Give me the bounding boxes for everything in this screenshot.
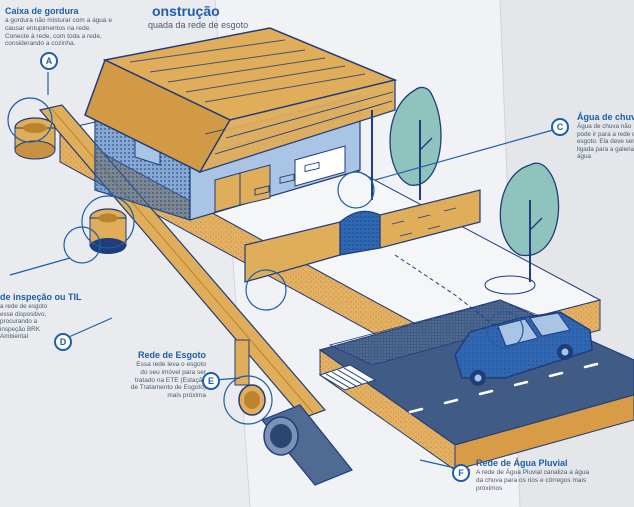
callout-title: Caixa de gordura — [5, 6, 79, 16]
callout-storm-network: Rede de Água Pluvial A rede de Água Pluv… — [476, 458, 596, 492]
letter-badge-icon-c: C — [551, 118, 569, 136]
callout-title: Rede de Esgoto — [137, 350, 206, 360]
callout-sewer-network: Rede de Esgoto Essa rede leva o esgoto d… — [128, 350, 206, 400]
letter-badge-icon-e: E — [202, 372, 220, 390]
sewer-pipe-end — [238, 384, 266, 416]
callout-grease-box: Caixa de gordura a gordura não misturar … — [5, 6, 115, 48]
storm-water-pipe — [261, 404, 353, 486]
grease-box — [14, 117, 56, 160]
callout-inspection: de inspeção ou TIL a rede de esgoto esse… — [0, 292, 82, 341]
callout-leaders — [7, 72, 561, 471]
car-illustration — [454, 311, 593, 386]
storm-drain-grate — [318, 364, 377, 391]
callout-body: a gordura não misturar com a água e caus… — [5, 17, 112, 48]
callout-title: de inspeção ou TIL — [0, 292, 82, 302]
tree-illustration — [389, 86, 560, 295]
page-title: onstrução — [152, 3, 220, 19]
inspection-riser — [234, 339, 250, 386]
callout-body: Essa rede leva o esgoto do seu imóvel pa… — [130, 361, 206, 400]
dashed-rain-line — [394, 254, 501, 331]
letter-badge-icon-a: A — [40, 52, 58, 70]
front-wall — [244, 161, 481, 283]
page-subtitle: quada da rede de esgoto — [148, 20, 249, 30]
letter-badge-icon-f: F — [452, 464, 470, 482]
callout-rain-water: Água de chuva Água de chuva não pode ir … — [577, 112, 634, 161]
callout-body: a rede de esgoto esse dispositivo, procu… — [0, 303, 48, 341]
callout-body: A rede de Água Pluvial canaliza a água d… — [476, 469, 590, 492]
callout-title: Rede de Água Pluvial — [476, 458, 568, 468]
letter-badge-icon-d: D — [54, 333, 72, 351]
house-illustration — [84, 27, 398, 221]
callout-title: Água de chuva — [577, 112, 634, 122]
inspection-box — [89, 208, 127, 254]
